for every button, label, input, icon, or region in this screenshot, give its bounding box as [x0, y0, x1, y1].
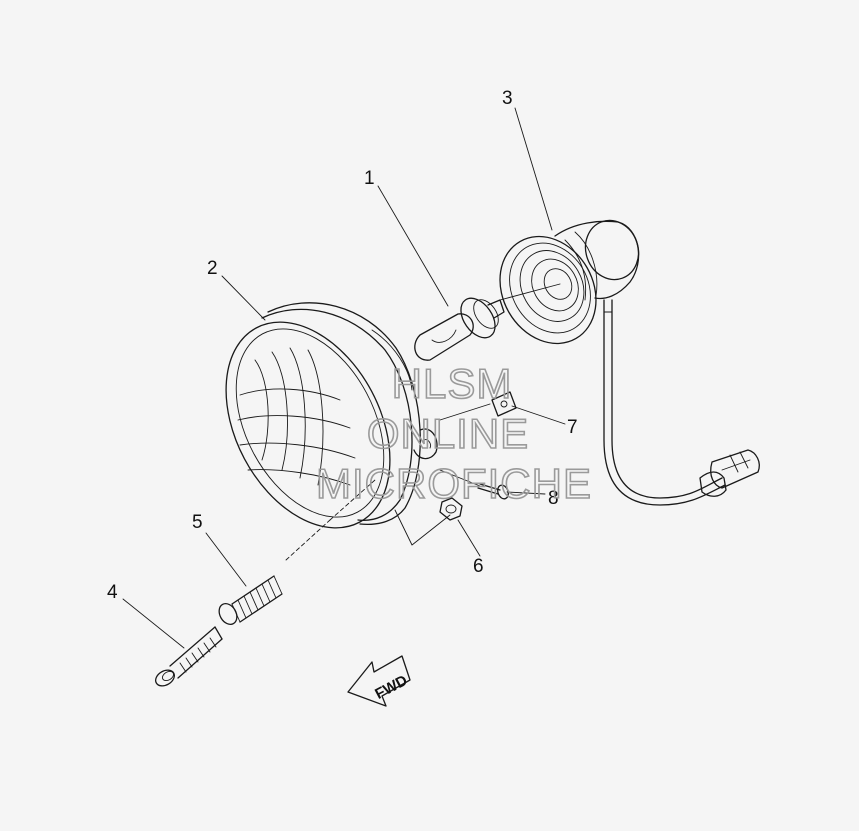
fwd-direction-arrow: FWD [347, 655, 411, 707]
part-1-bulb [414, 297, 505, 361]
callout-8: 8 [548, 488, 559, 509]
watermark-line-1: HLSM [392, 360, 513, 407]
callout-5: 5 [192, 512, 203, 533]
callout-3: 3 [502, 88, 513, 109]
part-3-socket [499, 219, 760, 506]
callout-7: 7 [567, 417, 578, 438]
callout-2: 2 [207, 258, 218, 279]
part-2-headlight-unit [225, 302, 438, 529]
callout-4: 4 [107, 582, 118, 603]
part-6-nut [439, 497, 463, 521]
callout-numbers: 1 2 3 4 5 6 7 8 [107, 88, 578, 603]
callout-6: 6 [473, 556, 484, 577]
part-8-bolt [477, 483, 509, 500]
assembly-lines [285, 283, 561, 561]
watermark-line-2: ONLINE [367, 410, 529, 457]
part-5-spring [218, 575, 283, 625]
watermark-line-3: MICROFICHE [316, 460, 592, 507]
watermark: HLSM ONLINE MICROFICHE [315, 359, 592, 508]
leader-lines [122, 107, 566, 649]
part-7-bracket [491, 391, 517, 417]
part-4-screw [155, 626, 223, 687]
callout-1: 1 [364, 168, 375, 189]
